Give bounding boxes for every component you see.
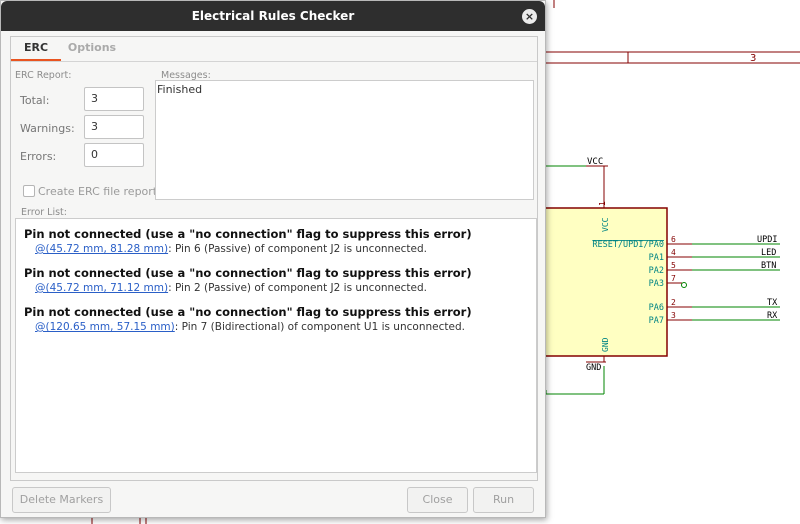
close-button[interactable]: Close — [407, 487, 468, 513]
error-detail-text: : Pin 6 (Passive) of component J2 is unc… — [168, 243, 428, 255]
ic-pin-number: 7 — [671, 274, 676, 283]
sheet-zone-label: 3 — [750, 53, 756, 64]
tab-bar: ERC Options — [11, 37, 537, 61]
create-report-checkbox[interactable] — [23, 185, 35, 197]
tab-options[interactable]: Options — [67, 41, 117, 54]
ic-u1-body[interactable] — [542, 207, 668, 357]
messages-text: Finished — [157, 83, 203, 96]
ic-pin-gnd-name: GND — [601, 337, 610, 352]
ic-pin-name: PA6 — [649, 303, 664, 313]
error-list-label: Error List: — [21, 207, 67, 218]
power-vcc-label: VCC — [587, 157, 603, 167]
error-title: Pin not connected (use a "no connection"… — [24, 305, 472, 319]
ic-pin-name: PA3 — [649, 279, 664, 289]
error-title: Pin not connected (use a "no connection"… — [24, 227, 472, 241]
ic-pin-number: 6 — [671, 235, 676, 244]
error-item[interactable]: Pin not connected (use a "no connection"… — [24, 266, 472, 294]
error-list[interactable]: Pin not connected (use a "no connection"… — [15, 218, 537, 473]
erc-dialog: Electrical Rules Checker × ERC Options E… — [0, 0, 546, 518]
total-field[interactable]: 3 — [84, 87, 144, 111]
ic-pin-vcc-name: VCC — [601, 217, 610, 232]
error-detail: @(45.72 mm, 71.12 mm): Pin 2 (Passive) o… — [24, 282, 472, 294]
create-report-label[interactable]: Create ERC file report — [38, 185, 158, 198]
errors-field[interactable]: 0 — [84, 143, 144, 167]
warnings-label: Warnings: — [20, 122, 75, 135]
net-label: RX — [767, 311, 778, 321]
ic-pin-number: 5 — [671, 261, 676, 270]
net-label: LED — [761, 248, 776, 258]
ic-pin-number: 3 — [671, 311, 676, 320]
tab-separator — [11, 61, 537, 62]
warnings-field[interactable]: 3 — [84, 115, 144, 139]
ic-pin-name: PA1 — [649, 253, 664, 263]
delete-markers-button[interactable]: Delete Markers — [12, 487, 111, 513]
error-location-link[interactable]: @(120.65 mm, 57.15 mm) — [35, 321, 175, 333]
messages-label: Messages: — [161, 70, 211, 81]
ic-pin-name: PA7 — [649, 316, 664, 326]
error-item[interactable]: Pin not connected (use a "no connection"… — [24, 227, 472, 255]
errors-label: Errors: — [20, 150, 57, 163]
ic-pin-name: RESET/UPDI/PA0 — [592, 240, 664, 250]
net-label: BTN — [761, 261, 776, 271]
net-label: UPDI — [757, 235, 777, 245]
error-location-link[interactable]: @(45.72 mm, 81.28 mm) — [35, 243, 169, 255]
run-button[interactable]: Run — [473, 487, 534, 513]
ic-pin-number: 4 — [671, 248, 676, 257]
net-label: TX — [767, 298, 778, 308]
error-title: Pin not connected (use a "no connection"… — [24, 266, 472, 280]
vcc-pin-number: 1 — [598, 201, 607, 206]
total-label: Total: — [20, 94, 50, 107]
error-location-link[interactable]: @(45.72 mm, 71.12 mm) — [35, 282, 169, 294]
dialog-title: Electrical Rules Checker — [191, 9, 355, 23]
tab-erc[interactable]: ERC — [11, 37, 61, 61]
error-detail-text: : Pin 7 (Bidirectional) of component U1 … — [174, 321, 465, 333]
erc-marker[interactable] — [681, 282, 687, 288]
error-detail: @(120.65 mm, 57.15 mm): Pin 7 (Bidirecti… — [24, 321, 472, 333]
ic-pin-name: PA2 — [649, 266, 664, 276]
error-detail: @(45.72 mm, 81.28 mm): Pin 6 (Passive) o… — [24, 243, 472, 255]
error-detail-text: : Pin 2 (Passive) of component J2 is unc… — [168, 282, 428, 294]
power-gnd-label: GND — [586, 363, 601, 373]
messages-textarea[interactable]: Finished — [155, 80, 534, 200]
erc-report-group-label: ERC Report: — [15, 70, 72, 81]
dialog-titlebar[interactable]: Electrical Rules Checker × — [1, 1, 545, 31]
ic-pin-number: 2 — [671, 298, 676, 307]
error-item[interactable]: Pin not connected (use a "no connection"… — [24, 305, 472, 333]
close-icon[interactable]: × — [522, 9, 537, 24]
ic-pin-list: RESET/UPDI/PA0 PA1 PA2 PA3 PA6 PA7 6 4 5… — [592, 235, 780, 326]
